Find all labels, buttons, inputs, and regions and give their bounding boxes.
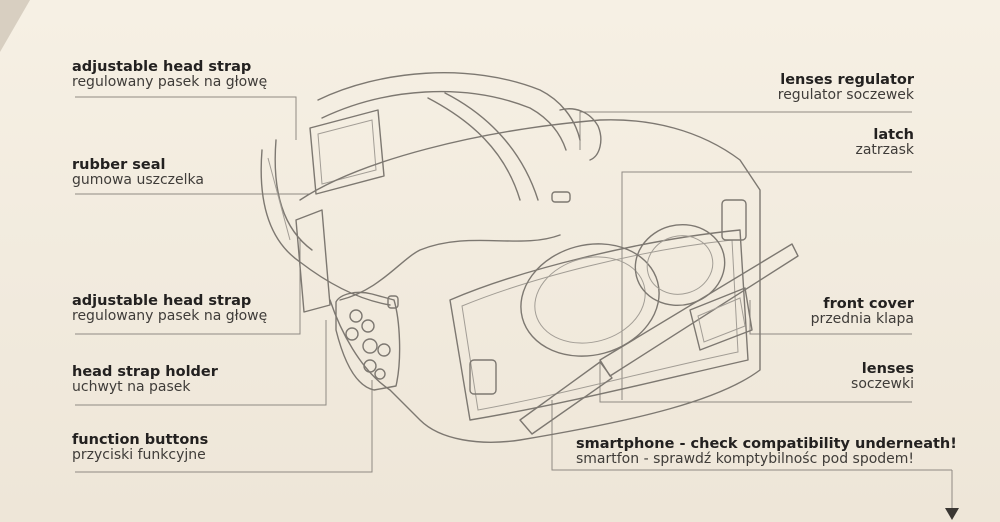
- leader-latch: [621, 171, 912, 400]
- callout-rubber-seal: rubber seal gumowa uszczelka: [72, 157, 204, 189]
- headset-drawing: [260, 72, 799, 443]
- callout-pl: przednia klapa: [810, 311, 914, 328]
- leader-buttons: [75, 380, 373, 473]
- callout-front-cover: front cover przednia klapa: [811, 296, 914, 328]
- leader-lenses: [599, 360, 912, 403]
- callout-pl: przyciski funkcyjne: [72, 447, 206, 464]
- callout-en: lenses regulator: [780, 72, 914, 88]
- leader-lines: [75, 96, 959, 520]
- callout-en: latch: [873, 127, 914, 143]
- callout-pl: zatrzask: [855, 142, 914, 159]
- arrow-down-icon: [945, 508, 959, 520]
- callout-pl: regulowany pasek na głowę: [72, 74, 268, 91]
- callout-adjustable-head-strap-side: adjustable head strap regulowany pasek n…: [72, 293, 267, 325]
- callout-pl: soczewki: [851, 376, 914, 393]
- leader-smartphone: [551, 400, 952, 471]
- callout-pl: regulowany pasek na głowę: [72, 308, 268, 325]
- callout-lenses-regulator: lenses regulator regulator soczewek: [778, 72, 914, 104]
- leader-strap-holder: [75, 320, 327, 406]
- torn-corner: [0, 0, 30, 52]
- callout-en: head strap holder: [72, 364, 218, 380]
- callout-en: front cover: [823, 296, 914, 312]
- callout-latch: latch zatrzask: [855, 127, 914, 159]
- leader-strap-top: [75, 96, 297, 140]
- callout-en: lenses: [861, 361, 914, 377]
- callout-pl: gumowa uszczelka: [72, 172, 204, 189]
- callout-head-strap-holder: head strap holder uchwyt na pasek: [72, 364, 218, 396]
- callout-pl: regulator soczewek: [777, 87, 914, 104]
- callout-pl: uchwyt na pasek: [72, 379, 191, 396]
- callout-en: rubber seal: [72, 157, 166, 173]
- callout-en: adjustable head strap: [72, 59, 252, 75]
- callout-lenses: lenses soczewki: [851, 361, 914, 393]
- callout-function-buttons: function buttons przyciski funkcyjne: [72, 432, 208, 464]
- callout-pl: smartfon - sprawdź komptybilnośc pod spo…: [576, 451, 915, 468]
- callout-en: function buttons: [72, 432, 209, 448]
- callout-smartphone: smartphone - check compatibility underne…: [576, 436, 957, 468]
- callout-adjustable-head-strap-top: adjustable head strap regulowany pasek n…: [72, 59, 267, 91]
- callout-en: adjustable head strap: [72, 293, 252, 309]
- leader-front-cover: [749, 300, 912, 335]
- callout-en: smartphone - check compatibility underne…: [576, 436, 957, 452]
